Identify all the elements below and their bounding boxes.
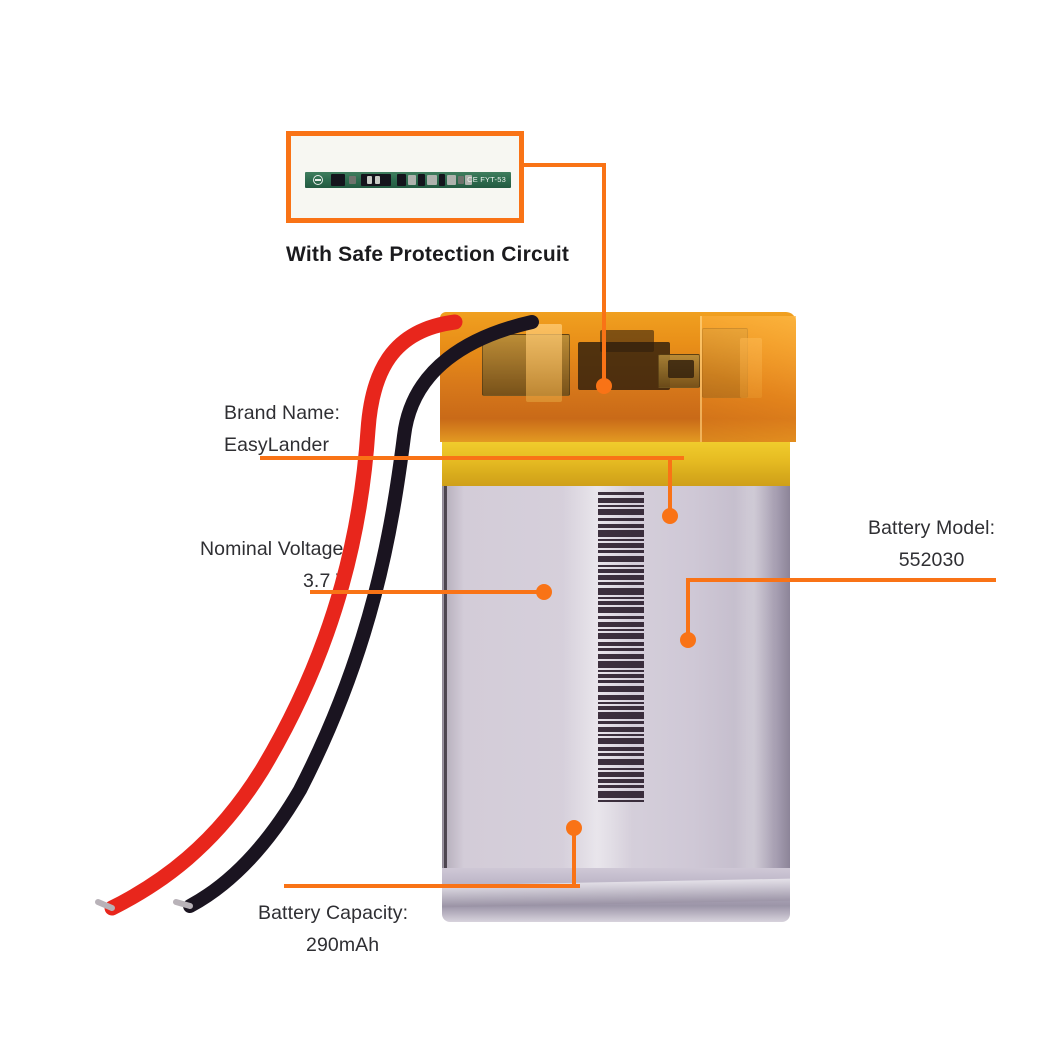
callout-battery-model-value: 552030 (898, 548, 965, 571)
callout-battery-capacity-title: Battery Capacity: (258, 902, 409, 924)
leader-line-capacity-h (284, 884, 580, 888)
leader-line-brand-h (260, 456, 684, 460)
inset-caption: With Safe Protection Circuit (286, 243, 570, 266)
tape-fold-flap (700, 316, 796, 442)
callout-battery-capacity: Battery Capacity: 290mAh (258, 898, 408, 961)
leader-line-brand-v (668, 456, 672, 516)
negative-wire-tip (173, 899, 193, 909)
leader-line-model-h (686, 578, 996, 582)
callout-brand-name-title: Brand Name: (224, 402, 340, 424)
leader-line-protection-h (524, 163, 606, 167)
callout-brand-name: Brand Name: EasyLander (224, 398, 340, 461)
callout-battery-model-title: Battery Model: (868, 517, 996, 539)
positive-wire-tip (95, 899, 115, 911)
leader-line-protection-v (602, 163, 606, 385)
callout-battery-capacity-value: 290mAh (306, 933, 380, 956)
battery-bottom-seal (442, 868, 790, 922)
polarity-mark-icon (313, 175, 323, 185)
callout-nominal-voltage-title: Nominal Voltage: (200, 538, 350, 560)
leader-line-model-v (686, 578, 690, 640)
callout-battery-model: Battery Model: 552030 (868, 513, 995, 576)
leader-dot-model (680, 632, 696, 648)
leader-line-voltage-h (310, 590, 544, 594)
callout-nominal-voltage: Nominal Voltage: 3.7 V (200, 534, 349, 597)
leader-dot-capacity (566, 820, 582, 836)
leader-dot-brand (662, 508, 678, 524)
protection-circuit-board: CE FYT-53 (305, 172, 511, 188)
leader-dot-voltage (536, 584, 552, 600)
leader-line-capacity-v (572, 828, 576, 886)
label-barcode (598, 492, 644, 822)
protection-circuit-inset-box: CE FYT-53 (286, 131, 524, 223)
leader-dot-protection (596, 378, 612, 394)
pcb-silkscreen-text: CE FYT-53 (467, 174, 506, 184)
battery-protection-tape (440, 312, 796, 442)
